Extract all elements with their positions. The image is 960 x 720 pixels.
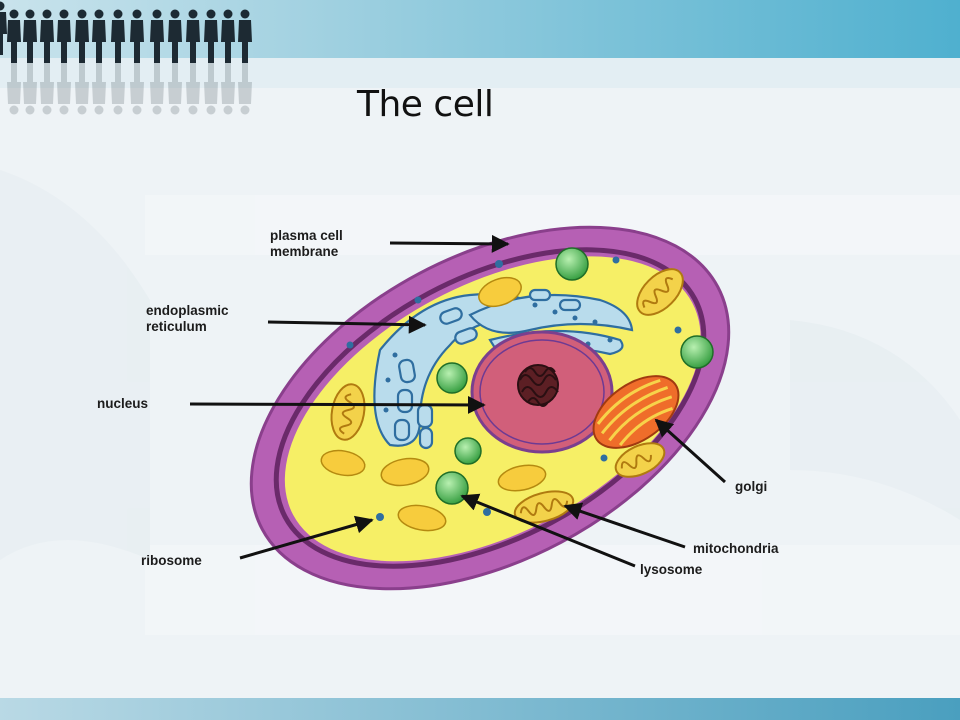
labels: plasma cell membrane endoplasmic reticul… [97, 228, 779, 577]
arrow-plasma-membrane [389, 234, 510, 253]
arrow-ribosome [239, 515, 374, 560]
arrow-lysosome [460, 493, 636, 568]
slide-title: The cell [357, 84, 494, 125]
label-plasma-membrane-line2: membrane [270, 244, 339, 259]
label-er-line2: reticulum [146, 319, 207, 334]
label-arrows [189, 234, 727, 568]
nucleus [470, 330, 614, 454]
top-band [0, 0, 960, 58]
label-mitochondria: mitochondria [693, 541, 779, 556]
label-ribosome: ribosome [141, 553, 202, 568]
label-er-line1: endoplasmic [146, 303, 229, 318]
bottom-band [0, 698, 960, 720]
arrow-mitochondria [563, 502, 686, 549]
mitochondria-group [330, 268, 684, 524]
label-golgi: golgi [735, 479, 767, 494]
arrow-endoplasmic-reticulum [267, 315, 427, 334]
ribosomes [346, 256, 682, 521]
vacuoles [320, 276, 547, 532]
people-silhouettes-icon [0, 1, 252, 63]
arrow-nucleus [189, 395, 486, 414]
label-nucleus: nucleus [97, 396, 148, 411]
lysosomes [435, 247, 714, 505]
arrow-golgi [654, 418, 727, 484]
chromatin [517, 364, 559, 407]
label-lysosome: lysosome [640, 562, 703, 577]
background-watermark [0, 170, 960, 635]
label-plasma-membrane-line1: plasma cell [270, 228, 343, 243]
